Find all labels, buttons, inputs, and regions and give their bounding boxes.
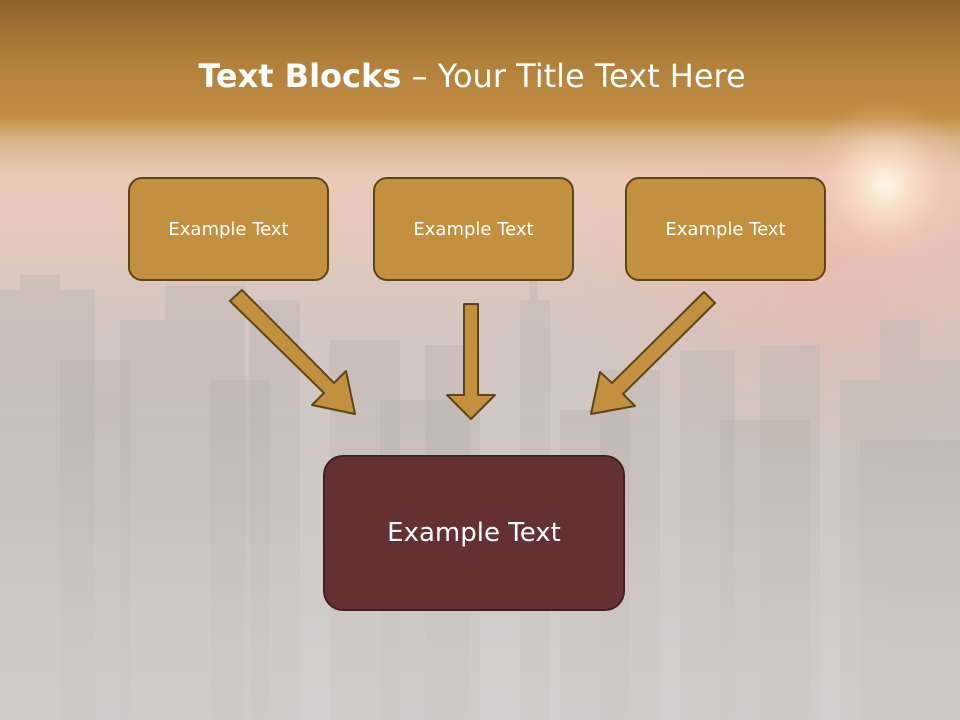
title-bold-part: Text Blocks [198, 57, 402, 95]
text-block-bottom-main-label: Example Text [387, 518, 561, 548]
text-block-top-left-label: Example Text [168, 218, 289, 240]
arrow-right-diagonal [590, 291, 716, 415]
text-block-top-center[interactable]: Example Text [373, 177, 574, 281]
text-block-top-right[interactable]: Example Text [625, 177, 826, 281]
slide-title: Text Blocks – Your Title Text Here [0, 54, 944, 98]
title-dash: – [401, 57, 438, 95]
title-rest: Your Title Text Here [437, 57, 746, 95]
text-block-bottom-main[interactable]: Example Text [323, 455, 625, 611]
text-block-top-right-label: Example Text [665, 218, 786, 240]
arrow-center-down [446, 303, 496, 420]
sun-image [800, 100, 960, 270]
text-block-top-center-label: Example Text [413, 218, 534, 240]
arrow-left-diagonal [229, 289, 356, 415]
text-block-top-left[interactable]: Example Text [128, 177, 329, 281]
